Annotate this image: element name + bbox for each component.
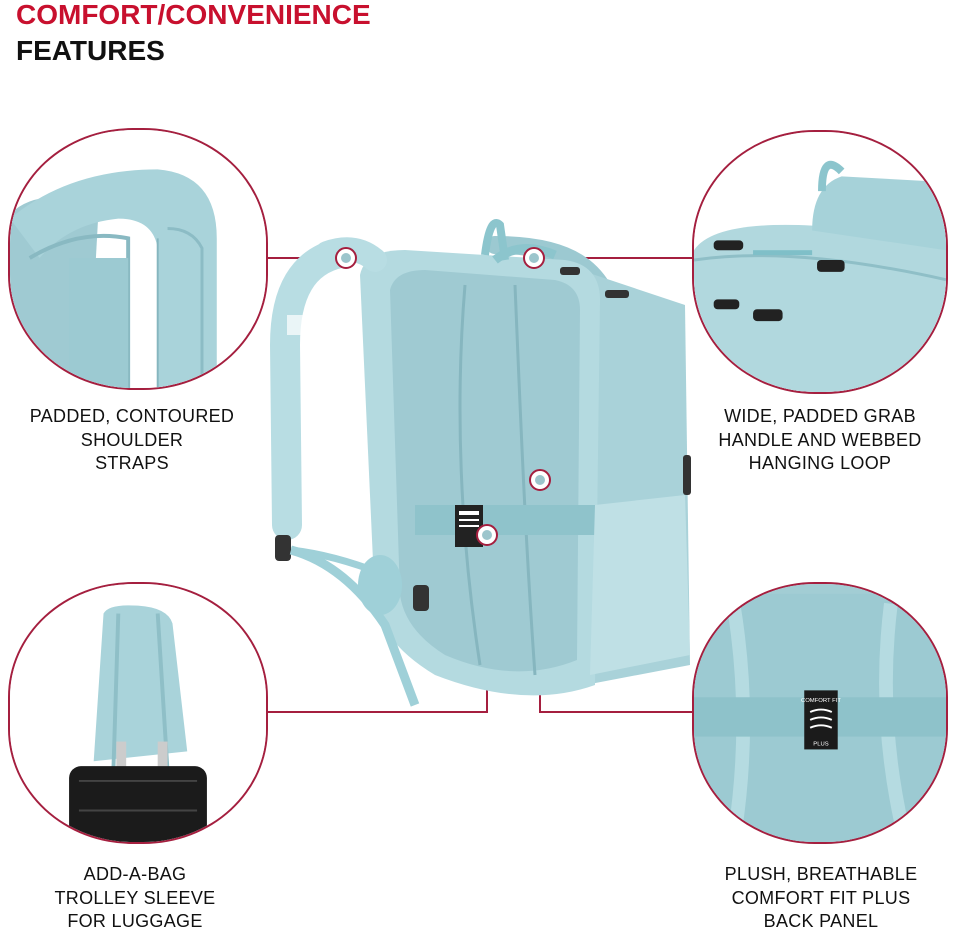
caption-back-panel-line3: BACK PANEL xyxy=(763,911,879,931)
backpack-back-view-image xyxy=(269,219,691,707)
caption-grab-handle-line1: WIDE, PADDED GRAB xyxy=(724,406,916,426)
back-panel-photo: COMFORT FIT PLUS xyxy=(694,584,946,842)
page-title-line2: FEATURES xyxy=(16,35,165,66)
detail-image-trolley-sleeve xyxy=(8,582,268,844)
comfort-tag-line2: PLUS xyxy=(813,741,828,747)
caption-grab-handle-line2: HANDLE AND WEBBED xyxy=(718,429,922,450)
caption-trolley-sleeve-line3: FOR LUGGAGE xyxy=(67,911,203,931)
detail-image-grab-handle xyxy=(692,130,948,394)
grab-handle-photo xyxy=(694,132,946,392)
caption-grab-handle: WIDE, PADDED GRAB HANDLE AND WEBBED HANG… xyxy=(690,405,950,476)
caption-shoulder-straps-line2: SHOULDER xyxy=(80,429,184,450)
caption-back-panel-line2: COMFORT FIT PLUS xyxy=(731,887,911,908)
trolley-sleeve-photo xyxy=(10,584,266,842)
shoulder-straps-photo xyxy=(10,130,266,388)
detail-image-shoulder-straps xyxy=(8,128,268,390)
caption-trolley-sleeve-line1: ADD-A-BAG xyxy=(83,864,187,884)
page-title-line1: COMFORT/CONVENIENCE xyxy=(16,0,371,30)
hotspot-shoulder-strap[interactable] xyxy=(335,247,357,269)
comfort-tag-line1: COMFORT FIT xyxy=(801,698,841,704)
caption-back-panel-line1: PLUSH, BREATHABLE xyxy=(724,864,918,884)
caption-shoulder-straps-line3: STRAPS xyxy=(95,453,169,473)
caption-grab-handle-line3: HANGING LOOP xyxy=(748,453,892,473)
caption-back-panel: PLUSH, BREATHABLE COMFORT FIT PLUS BACK … xyxy=(691,863,951,934)
caption-trolley-sleeve-line2: TROLLEY SLEEVE xyxy=(54,887,216,908)
hotspot-back-panel[interactable] xyxy=(529,469,551,491)
detail-image-back-panel: COMFORT FIT PLUS xyxy=(692,582,948,844)
hotspot-trolley-sleeve[interactable] xyxy=(476,524,498,546)
caption-shoulder-straps: PADDED, CONTOURED SHOULDER STRAPS xyxy=(2,405,262,476)
hotspot-grab-handle[interactable] xyxy=(523,247,545,269)
caption-trolley-sleeve: ADD-A-BAG TROLLEY SLEEVE FOR LUGGAGE xyxy=(5,863,265,934)
caption-shoulder-straps-line1: PADDED, CONTOURED xyxy=(29,406,235,426)
